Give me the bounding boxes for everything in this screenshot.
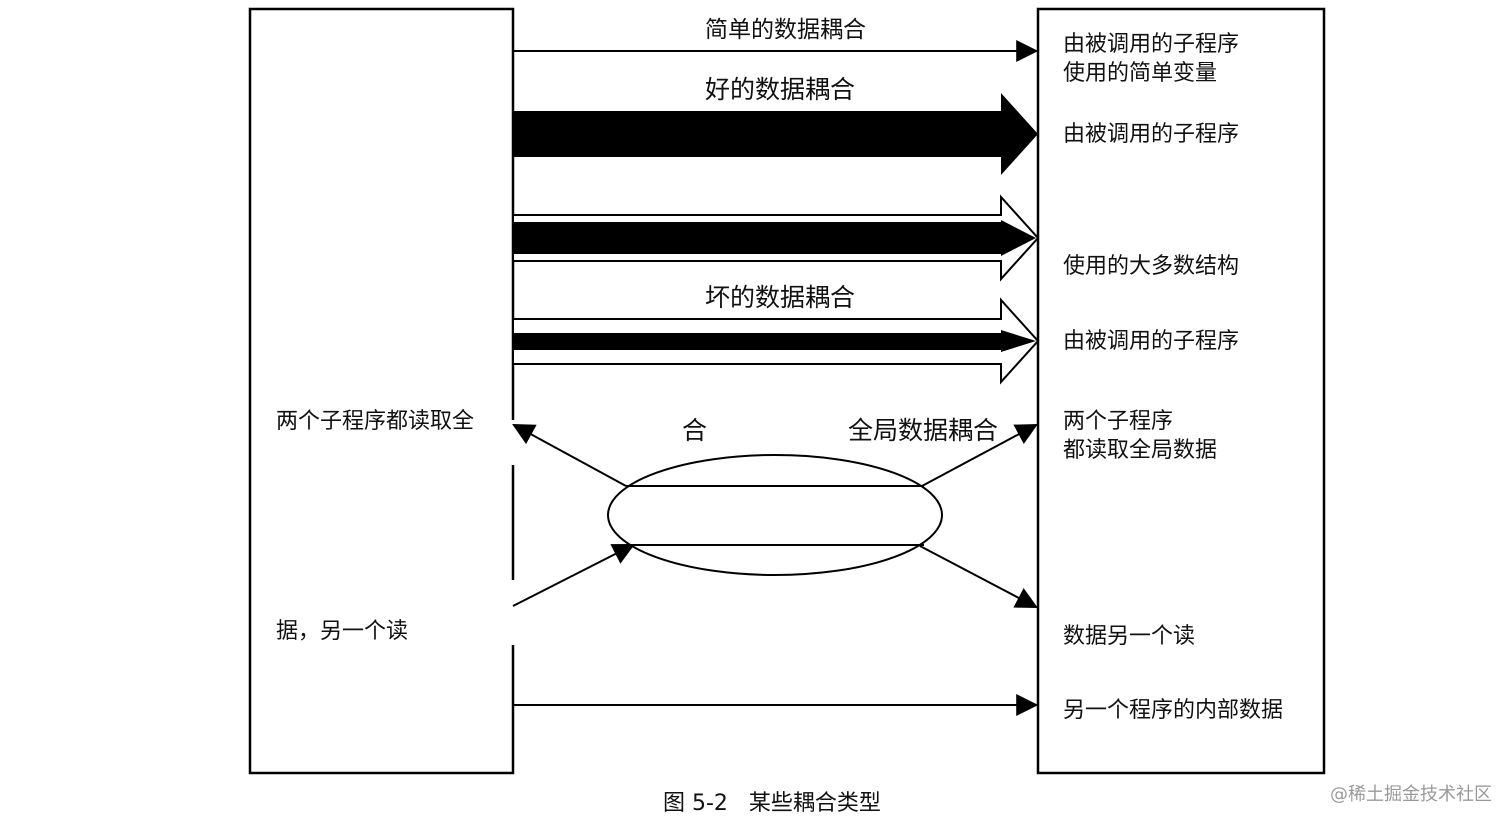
bad-coupling-arrow (512, 297, 1040, 385)
left-module-box (248, 7, 515, 775)
right-text-simple-line2: 使用的简单变量 (1063, 61, 1218, 86)
right-text-simple-line1: 由被调用的子程序 (1063, 32, 1240, 57)
bad-coupling-label: 坏的数据耦合 (705, 283, 856, 312)
structure-coupling-arrow (512, 194, 1040, 282)
right-text-good: 由被调用的子程序 (1063, 122, 1240, 147)
right-text-global-line2: 都读取全局数据 (1063, 438, 1218, 463)
global-read-arrow-right (921, 423, 1038, 487)
simple-coupling-label: 简单的数据耦合 (705, 17, 866, 43)
right-text-structure: 使用的大多数结构 (1063, 254, 1240, 279)
good-coupling-arrow (513, 93, 1038, 175)
figure-caption: 图 5-2 某些耦合类型 (663, 791, 881, 816)
right-text-bad: 由被调用的子程序 (1063, 329, 1240, 354)
right-module-box (1036, 7, 1326, 775)
global-read-arrow-left (512, 423, 627, 487)
watermark: @稀土掘金技术社区 (1330, 784, 1492, 805)
left-box-text-bottom: 据，另一个读 (276, 619, 409, 644)
left-box-text-top: 两个子程序都读取全 (276, 409, 475, 434)
global-coupling-label-right: 全局数据耦合 (848, 416, 999, 445)
global-data-ellipse (607, 454, 943, 576)
right-text-global-line1: 两个子程序 (1063, 409, 1174, 434)
global-write-arrow-left (512, 544, 635, 607)
global-coupling-label-left: 合 (682, 416, 708, 445)
global-write-arrow-right (919, 545, 1038, 609)
good-coupling-label: 好的数据耦合 (705, 75, 856, 104)
right-text-internal: 另一个程序的内部数据 (1063, 698, 1284, 723)
right-text-simple: 由被调用的子程序 使用的简单变量 (1063, 30, 1239, 88)
right-text-global: 两个子程序 都读取全局数据 (1063, 407, 1217, 465)
right-text-global-write: 数据另一个读 (1063, 624, 1196, 649)
